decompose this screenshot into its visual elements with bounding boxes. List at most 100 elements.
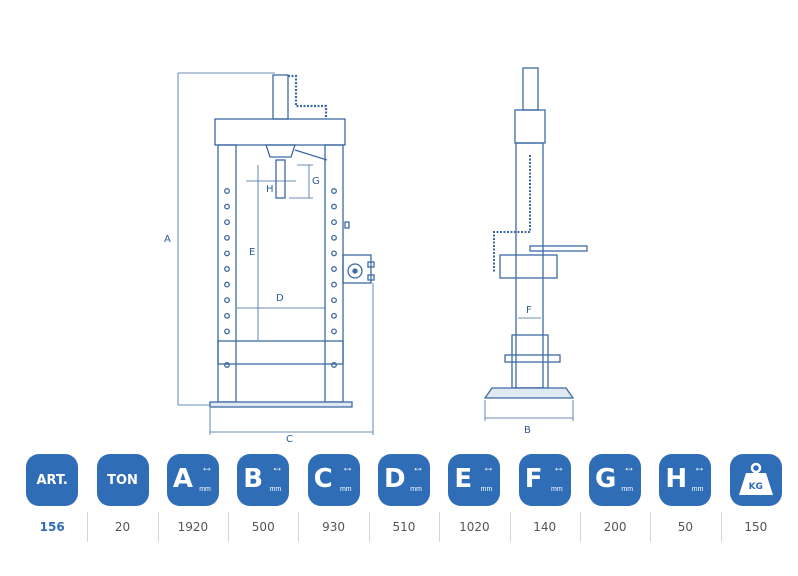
spec-ton: TON 20 (87, 454, 157, 542)
spec-value: 20 (114, 520, 131, 534)
spec-label: H (665, 464, 688, 494)
hose-lower (294, 149, 328, 161)
unit: mm (269, 486, 282, 493)
unit: mm (339, 486, 352, 493)
spec-label: KG (748, 482, 763, 492)
spec-art: ART. 156 (17, 454, 87, 534)
column-hole (224, 281, 230, 288)
spec-value: 200 (603, 520, 627, 534)
pump (342, 221, 375, 284)
front-view: A C D E G H (164, 72, 375, 445)
top-beam (214, 118, 346, 146)
spec-value: 510 (392, 520, 416, 534)
unit: mm (621, 486, 634, 493)
column-hole (331, 281, 337, 288)
unit: mm (691, 486, 704, 493)
ton-icon: TON (96, 454, 149, 506)
spec-label: C (313, 464, 333, 494)
dimension-g-icon: G ↔ mm (589, 454, 642, 506)
spec-label: B (243, 464, 264, 494)
spec-value: 150 (744, 520, 768, 534)
dim-label-a: A (164, 234, 171, 245)
cross-bar (504, 354, 561, 363)
bed-beam (217, 340, 344, 365)
column-hole (331, 234, 337, 241)
arrow-icon: ↔ (271, 460, 284, 474)
ram-rod (275, 159, 286, 199)
arrow-icon: ↔ (411, 460, 424, 474)
unit: mm (199, 486, 211, 493)
column-hole (224, 266, 230, 272)
column-hole (331, 266, 337, 272)
weight-kg-icon: KG (729, 454, 782, 506)
dim-label-d: D (276, 293, 284, 304)
column-hole (331, 219, 337, 226)
spec-h: H ↔ mm 50 (650, 454, 720, 542)
spec-label: D (383, 464, 406, 494)
hose (288, 74, 328, 118)
column-hole (331, 328, 337, 335)
column-hole (224, 219, 230, 226)
cylinder (272, 74, 289, 120)
art-icon: ART. (26, 454, 79, 506)
spec-f: F↔mm 140 (509, 454, 580, 542)
arrow-icon: ↔ (623, 460, 636, 474)
side-hose (493, 155, 531, 272)
dimension-lines (177, 72, 374, 435)
spec-label: G (595, 464, 617, 494)
spec-value: 156 (39, 520, 65, 534)
spec-g: G ↔ mm 200 (579, 454, 650, 542)
side-foot (483, 387, 575, 399)
spec-value: 930 (322, 520, 346, 534)
dimension-b-icon: B ↔ mm (237, 454, 290, 506)
spec-label: E (454, 464, 473, 494)
column-hole (331, 203, 337, 210)
arrow-icon: ↔ (482, 460, 495, 474)
unit: mm (410, 486, 422, 493)
pump-handle (529, 245, 588, 252)
arrow-icon: ↔ (341, 460, 354, 474)
column-hole (331, 188, 337, 194)
dim-label-g: G (312, 176, 320, 187)
side-head (514, 109, 546, 144)
spec-value: 50 (677, 520, 694, 534)
dim-label-f: F (526, 305, 532, 316)
spec-value: 500 (251, 520, 275, 534)
spec-b: B ↔ mm 500 (228, 454, 298, 542)
arrow-icon: ↔ (552, 460, 565, 474)
dim-label-e: E (249, 247, 255, 258)
dim-label-h: H (266, 184, 274, 195)
column-holes (224, 188, 337, 368)
dimension-d-icon: D ↔ mm (377, 454, 430, 506)
arrow-icon: ↔ (693, 460, 706, 474)
side-dimension-lines (484, 317, 574, 421)
column-hole (331, 297, 337, 304)
dimension-h-icon: H ↔ mm (659, 454, 712, 506)
dim-label-b: B (524, 425, 531, 436)
column-hole (331, 250, 337, 257)
spec-value: 1920 (177, 520, 209, 534)
column-hole (224, 312, 230, 319)
technical-drawing: A C D E G H B F (164, 67, 588, 445)
side-view: B F (483, 67, 588, 436)
dim-label-c: C (286, 434, 293, 445)
column-hole (224, 328, 230, 335)
unit: mm (480, 486, 493, 493)
column-hole (331, 362, 337, 368)
side-cylinder (522, 67, 539, 111)
spec-label: A (172, 464, 194, 494)
dimension-e-icon: E ↔ mm (448, 454, 501, 506)
spec-value: 140 (533, 520, 557, 534)
spec-label: ART. (36, 472, 68, 488)
column-hole (224, 188, 230, 194)
column-hole (224, 250, 230, 257)
dimension-a-icon: A↔mm (166, 454, 219, 506)
pump-block (499, 254, 558, 279)
column-hole (224, 203, 230, 210)
spec-table: ART. 156 TON 20 A↔mm 1920 B↔mm 500 C↔mm … (17, 454, 791, 542)
column-hole (224, 297, 230, 304)
spec-e: E ↔ mm 1020 (439, 454, 509, 542)
spec-value: 1020 (459, 520, 490, 534)
dimension-c-icon: C ↔ mm (307, 454, 360, 506)
